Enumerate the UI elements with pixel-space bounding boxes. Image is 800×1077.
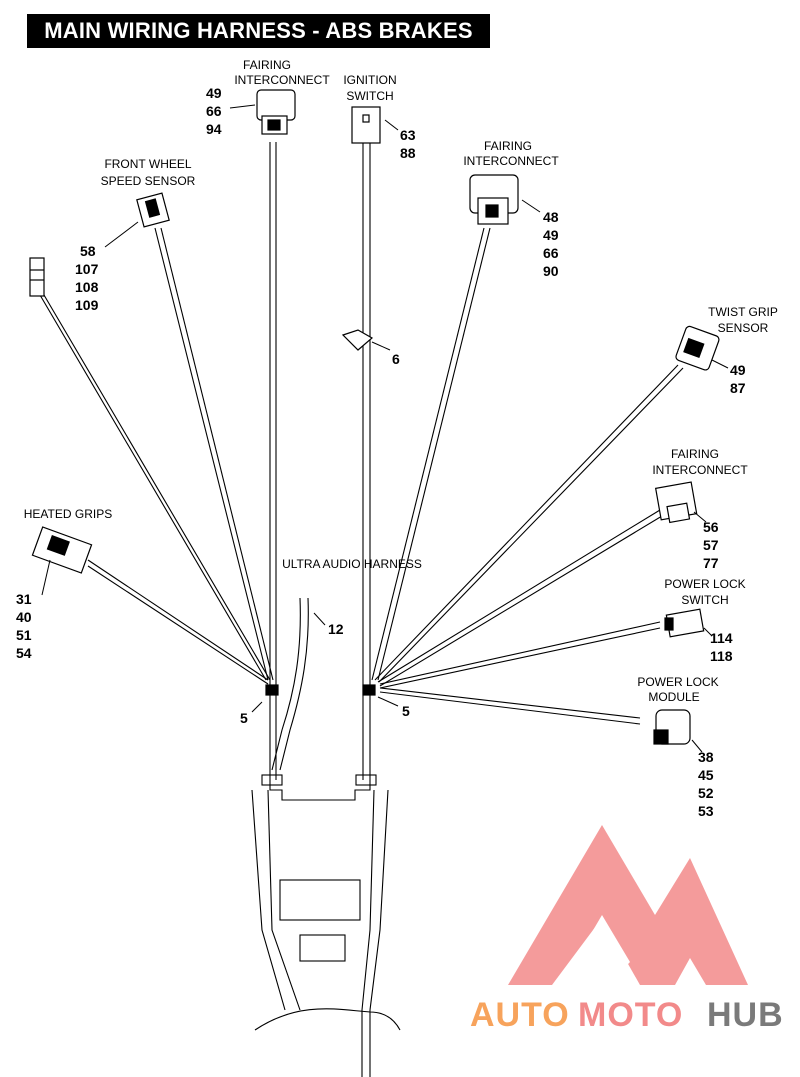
label-tgs-1: TWIST GRIP: [708, 305, 778, 319]
watermark-moto: MOTO: [578, 996, 683, 1034]
cable-strap-right: [362, 684, 376, 696]
ref-90: 90: [543, 263, 559, 279]
ref-48: 48: [543, 209, 559, 225]
label-ignition-1: IGNITION: [343, 73, 396, 87]
ref-54: 54: [16, 645, 32, 661]
ref-52: 52: [698, 785, 714, 801]
ref-56: 56: [703, 519, 719, 535]
ref-12: 12: [328, 621, 344, 637]
ref-38: 38: [698, 749, 714, 765]
ref-118: 118: [710, 648, 733, 664]
ref-88: 88: [400, 145, 416, 161]
cable-strap-left: [265, 684, 279, 696]
label-fr-1: FAIRING: [671, 447, 719, 461]
fairing-interconnect-upper-right-connector: [469, 174, 519, 225]
ref-87: 87: [730, 380, 746, 396]
twist-grip-sensor-connector: [675, 325, 720, 371]
label-fws-2: SPEED SENSOR: [101, 174, 196, 188]
ref-109: 109: [75, 297, 99, 313]
label-heated-grips: HEATED GRIPS: [24, 507, 112, 521]
label-plm-1: POWER LOCK: [637, 675, 718, 689]
ref-49b: 49: [543, 227, 559, 243]
clip-6: [341, 329, 374, 351]
ref-77: 77: [703, 555, 719, 571]
label-fur-2: INTERCONNECT: [463, 154, 559, 168]
ref-66b: 66: [543, 245, 559, 261]
label-ignition-2: SWITCH: [346, 89, 393, 103]
label-fairing-top-2: INTERCONNECT: [234, 73, 330, 87]
ref-57: 57: [703, 537, 719, 553]
label-pls-1: POWER LOCK: [664, 577, 745, 591]
label-pls-2: SWITCH: [681, 593, 728, 607]
page-title: MAIN WIRING HARNESS - ABS BRAKES: [27, 14, 490, 48]
ref-114: 114: [710, 630, 733, 646]
ref-58: 58: [80, 243, 96, 259]
ignition-switch-connector: [351, 106, 381, 144]
ref-53: 53: [698, 803, 714, 819]
label-fairing-top-1: FAIRING: [243, 58, 291, 72]
heated-grips-connector: [31, 526, 93, 574]
ref-5-right: 5: [402, 703, 410, 719]
ref-31: 31: [16, 591, 32, 607]
label-tgs-2: SENSOR: [718, 321, 769, 335]
ref-66a: 66: [206, 103, 222, 119]
front-wheel-speed-sensor-connector: [136, 192, 170, 228]
watermark-logo: AUTO MOTO HUB: [470, 825, 784, 1034]
watermark-hub: HUB: [707, 996, 784, 1034]
label-fur-1: FAIRING: [484, 139, 532, 153]
fairing-interconnect-top-connector: [256, 89, 296, 135]
wires: [39, 142, 684, 1077]
ref-108: 108: [75, 279, 99, 295]
ref-45: 45: [698, 767, 714, 783]
component-labels: FAIRING INTERCONNECT 49 66 94 IGNITION S…: [16, 58, 778, 819]
ref-51: 51: [16, 627, 32, 643]
watermark-auto: AUTO: [470, 996, 570, 1034]
label-fr-2: INTERCONNECT: [652, 463, 748, 477]
ref-94: 94: [206, 121, 222, 137]
antenna-connector: [29, 257, 45, 297]
ref-63: 63: [400, 127, 416, 143]
power-lock-module-connector: [653, 709, 691, 745]
label-plm-2: MODULE: [648, 690, 699, 704]
ref-6: 6: [392, 351, 400, 367]
ref-5-left: 5: [240, 710, 248, 726]
ref-107: 107: [75, 261, 99, 277]
ref-49c: 49: [730, 362, 746, 378]
label-ultra-audio: ULTRA AUDIO HARNESS: [282, 557, 422, 571]
fairing-interconnect-right-connector: [654, 481, 698, 524]
leader-lines: [41, 104, 729, 753]
power-lock-switch-connector: [664, 608, 705, 638]
label-fws-1: FRONT WHEEL: [104, 157, 191, 171]
ref-40: 40: [16, 609, 32, 625]
ref-49a: 49: [206, 85, 222, 101]
